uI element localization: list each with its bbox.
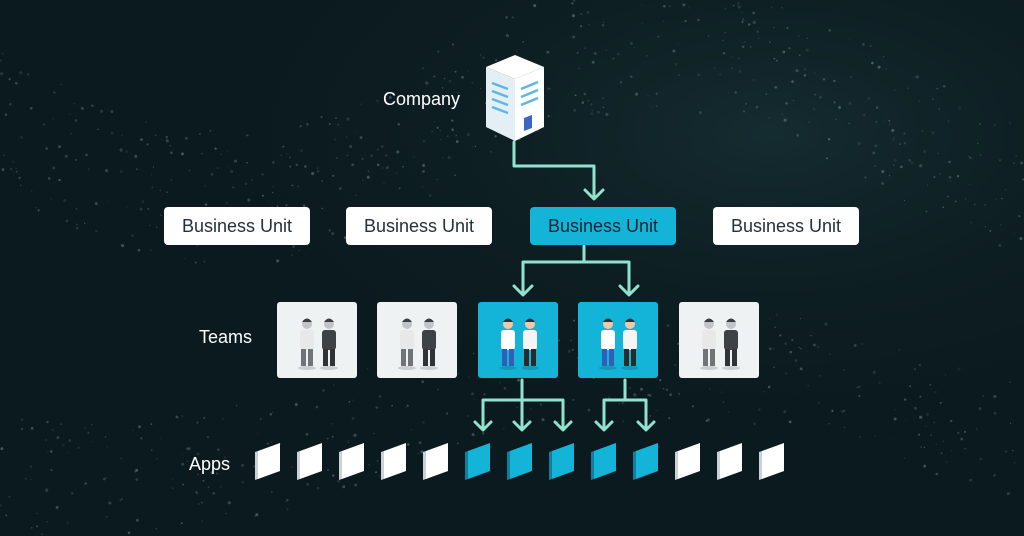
team-card-active <box>478 302 558 378</box>
app-tile-icon <box>717 443 742 480</box>
apps-label: Apps <box>189 454 231 474</box>
app-tile <box>338 441 366 481</box>
team-card <box>679 302 759 378</box>
app-tile-icon <box>507 443 532 480</box>
team-card-active <box>578 302 658 378</box>
business-unit-label: Business Unit <box>730 215 842 236</box>
business-unit-box: Business Unit <box>713 207 859 245</box>
app-tile-icon <box>633 443 658 480</box>
people-group-icon <box>499 318 539 370</box>
app-tile-icon <box>255 443 280 480</box>
app-tile-icon <box>423 443 448 480</box>
app-tile-icon <box>591 443 616 480</box>
app-tile <box>380 441 408 481</box>
app-tile-icon <box>759 443 784 480</box>
app-tile-active <box>548 441 576 481</box>
people-group-icon <box>599 318 639 370</box>
app-tile-icon <box>675 443 700 480</box>
app-tile-active <box>632 441 660 481</box>
app-tile-icon <box>339 443 364 480</box>
app-tile <box>758 441 786 481</box>
business-unit-label: Business Unit <box>181 215 293 236</box>
teams-label: Teams <box>199 327 253 347</box>
app-tile <box>254 441 282 481</box>
app-tile-icon <box>297 443 322 480</box>
app-tile-active <box>506 441 534 481</box>
app-tile-icon <box>381 443 406 480</box>
app-tile-icon <box>465 443 490 480</box>
company-label: Company <box>383 89 461 109</box>
business-unit-box: Business Unit <box>164 207 310 245</box>
people-group-icon <box>398 318 438 370</box>
team-card <box>277 302 357 378</box>
app-tile-icon <box>549 443 574 480</box>
app-tile-active <box>464 441 492 481</box>
business-unit-box: Business Unit <box>346 207 492 245</box>
business-unit-box-active: Business Unit <box>530 207 676 245</box>
app-tile-active <box>590 441 618 481</box>
app-tile <box>296 441 324 481</box>
app-tile <box>674 441 702 481</box>
app-tile <box>716 441 744 481</box>
office-building-icon <box>486 55 544 141</box>
app-tile <box>422 441 450 481</box>
business-unit-label: Business Unit <box>363 215 475 236</box>
team-card <box>377 302 457 378</box>
people-group-icon <box>700 318 740 370</box>
people-group-icon <box>298 318 338 370</box>
business-unit-label: Business Unit <box>547 215 659 236</box>
